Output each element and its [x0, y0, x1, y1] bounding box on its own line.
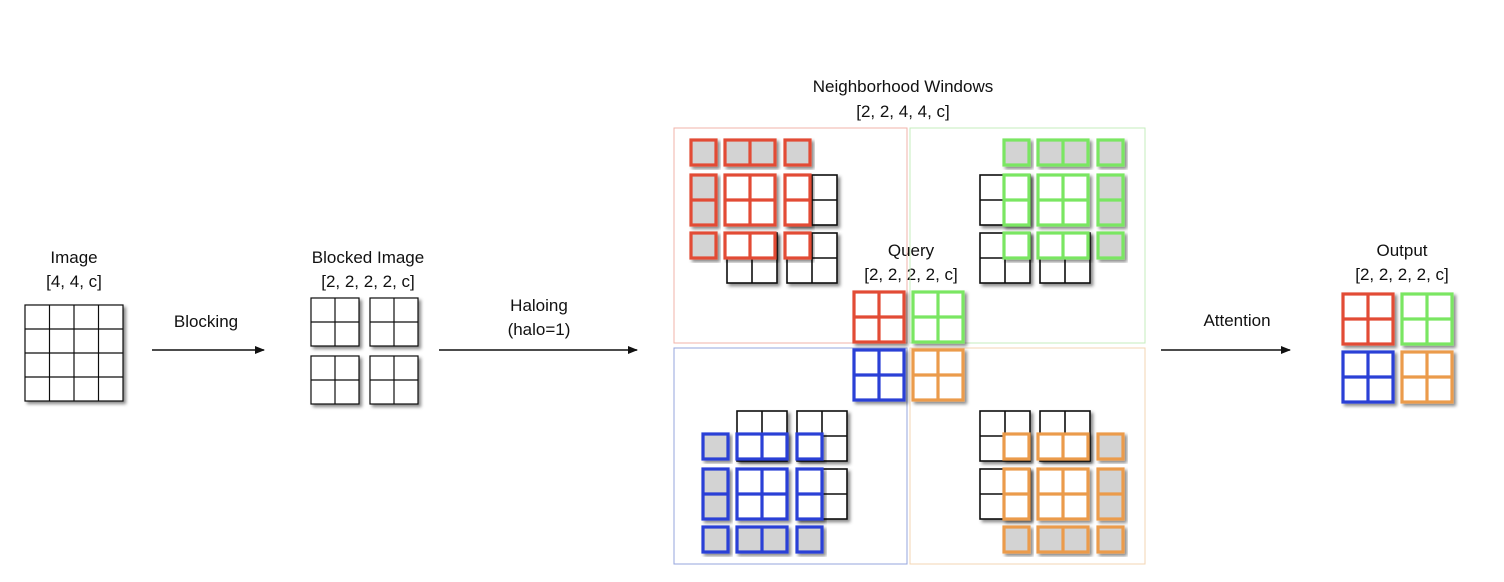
output-red-block	[1341, 292, 1395, 346]
orange-core-block	[1036, 467, 1090, 521]
red-halo-top-b	[783, 138, 812, 167]
red-bottom-block	[723, 231, 777, 260]
blocked-block-tl	[310, 297, 360, 347]
output-blue-block	[1341, 350, 1395, 404]
blue-halo-bottom-a	[735, 525, 789, 554]
blocked-image-shape: [2, 2, 2, 2, c]	[321, 272, 415, 291]
red-halo-corner-tl	[689, 138, 718, 167]
red-halo-left-a	[689, 173, 718, 227]
green-bottom-block	[1036, 231, 1090, 260]
green-halo-top-a	[1002, 138, 1031, 167]
blocked-block-tr	[369, 297, 419, 347]
blue-top-block	[735, 432, 789, 461]
orange-halo-bottom-a	[1002, 525, 1031, 554]
output-orange-block	[1400, 350, 1454, 404]
green-corner-block	[1002, 231, 1031, 260]
blue-core-block	[735, 467, 789, 521]
query-green-block	[911, 290, 965, 344]
orange-halo-right-b	[1096, 467, 1125, 521]
query-orange-block	[911, 348, 965, 402]
orange-window-panel	[909, 347, 1146, 565]
query-red-block	[852, 290, 906, 344]
orange-corner-block	[1002, 432, 1031, 461]
neighborhood-windows-title: Neighborhood Windows	[813, 77, 994, 96]
blue-halo-corner-bl	[701, 525, 730, 554]
query-blue-block	[852, 348, 906, 402]
blue-window-panel	[673, 347, 908, 565]
output-shape: [2, 2, 2, 2, c]	[1355, 265, 1449, 284]
image-shape: [4, 4, c]	[46, 272, 102, 291]
blue-right-block	[795, 467, 824, 521]
red-corner-block	[783, 231, 812, 260]
red-window-panel	[673, 127, 908, 344]
query-title: Query	[888, 241, 935, 260]
green-halo-top-b	[1036, 138, 1090, 167]
grids-layer	[24, 138, 1454, 554]
green-core-block	[1036, 173, 1090, 227]
output-title: Output	[1376, 241, 1427, 260]
neighborhood-windows-shape: [2, 2, 4, 4, c]	[856, 102, 950, 121]
orange-top-block	[1036, 432, 1090, 461]
blocked-image-title: Blocked Image	[312, 248, 424, 267]
orange-halo-right-a	[1096, 432, 1125, 461]
blue-halo-bottom-b	[795, 525, 824, 554]
red-right-block	[783, 173, 812, 227]
orange-halo-bottom-b	[1036, 525, 1090, 554]
image-grid	[24, 304, 124, 402]
attention-label: Attention	[1203, 311, 1270, 330]
green-halo-corner-tr	[1096, 138, 1125, 167]
blue-corner-block	[795, 432, 824, 461]
blocking-label: Blocking	[174, 312, 238, 331]
green-halo-right-a	[1096, 173, 1125, 227]
green-window-panel	[909, 127, 1146, 344]
orange-left-block	[1002, 467, 1031, 521]
blue-halo-left-a	[701, 432, 730, 461]
blocked-block-br	[369, 355, 419, 405]
red-halo-top-a	[723, 138, 777, 167]
query-shape: [2, 2, 2, 2, c]	[864, 265, 958, 284]
output-green-block	[1400, 292, 1454, 346]
green-halo-right-b	[1096, 231, 1125, 260]
image-title: Image	[50, 248, 97, 267]
halo-param-label: (halo=1)	[508, 320, 571, 339]
haloing-label: Haloing	[510, 296, 568, 315]
orange-halo-corner-br	[1096, 525, 1125, 554]
green-left-block	[1002, 173, 1031, 227]
red-halo-left-b	[689, 231, 718, 260]
blocked-block-bl	[310, 355, 360, 405]
blue-halo-left-b	[701, 467, 730, 521]
red-core-block	[723, 173, 777, 227]
